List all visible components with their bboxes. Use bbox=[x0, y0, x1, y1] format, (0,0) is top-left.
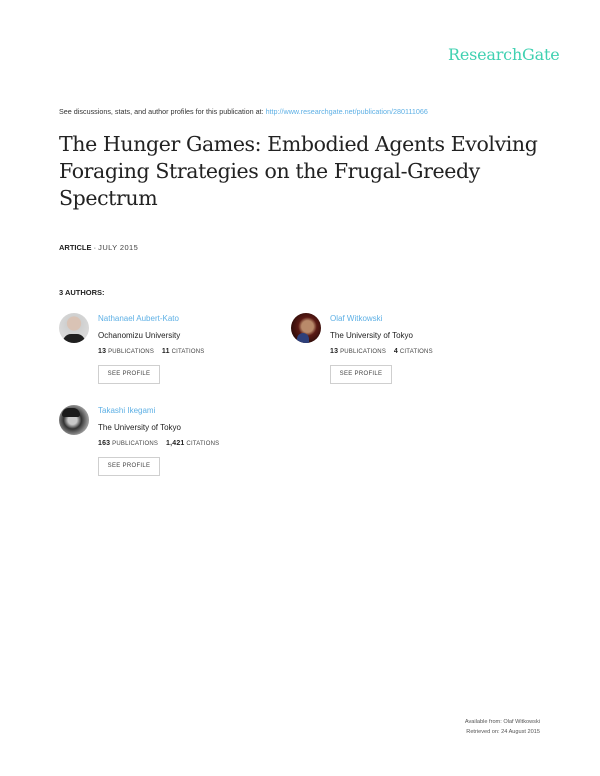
see-profile-button[interactable]: SEE PROFILE bbox=[98, 365, 160, 384]
authors-label: 3 AUTHORS: bbox=[59, 288, 105, 297]
author-institution: The University of Tokyo bbox=[330, 331, 413, 340]
publications-count: 163 bbox=[98, 440, 111, 447]
publications-label: PUBLICATIONS bbox=[340, 349, 387, 355]
publications-count: 13 bbox=[98, 348, 107, 355]
author-name-link[interactable]: Takashi Ikegami bbox=[98, 406, 156, 415]
publications-label: PUBLICATIONS bbox=[112, 441, 159, 447]
citations-label: CITATIONS bbox=[399, 349, 433, 355]
discussion-prefix: See discussions, stats, and author profi… bbox=[59, 107, 266, 116]
author-institution: Ochanomizu University bbox=[98, 331, 181, 340]
retrieved-on: Retrieved on: 24 August 2015 bbox=[466, 729, 540, 735]
author-name-link[interactable]: Nathanael Aubert-Kato bbox=[98, 314, 179, 323]
discussion-line: See discussions, stats, and author profi… bbox=[59, 107, 428, 116]
footer: Available from: Olaf Witkowski Retrieved… bbox=[465, 717, 540, 737]
available-from: Available from: Olaf Witkowski bbox=[464, 719, 540, 725]
publications-count: 13 bbox=[330, 348, 339, 355]
citations-count: 1,421 bbox=[166, 440, 185, 447]
citations-count: 4 bbox=[393, 348, 398, 355]
meta-separator: · bbox=[91, 243, 99, 252]
avatar[interactable] bbox=[291, 313, 321, 343]
publication-title: The Hunger Games: Embodied Agents Evolvi… bbox=[59, 132, 538, 210]
researchgate-logo[interactable]: ResearchGate bbox=[448, 45, 560, 64]
see-profile-button[interactable]: SEE PROFILE bbox=[98, 457, 160, 476]
author-stats: 13 PUBLICATIONS 4 CITATIONS bbox=[330, 348, 433, 355]
author-card: Nathanael Aubert-Kato Ochanomizu Univers… bbox=[59, 313, 279, 393]
author-stats: 13 PUBLICATIONS 11 CITATIONS bbox=[98, 348, 205, 355]
author-name-link[interactable]: Olaf Witkowski bbox=[330, 314, 383, 323]
citations-count: 11 bbox=[161, 348, 170, 355]
author-card: Takashi Ikegami The University of Tokyo … bbox=[59, 405, 279, 485]
see-profile-button[interactable]: SEE PROFILE bbox=[330, 365, 392, 384]
publication-type: ARTICLE bbox=[59, 243, 92, 252]
avatar[interactable] bbox=[59, 313, 89, 343]
citations-label: CITATIONS bbox=[186, 441, 220, 447]
author-institution: The University of Tokyo bbox=[98, 423, 181, 432]
author-card: Olaf Witkowski The University of Tokyo 1… bbox=[291, 313, 511, 393]
citations-label: CITATIONS bbox=[171, 349, 205, 355]
publication-link[interactable]: http://www.researchgate.net/publication/… bbox=[265, 107, 428, 116]
avatar[interactable] bbox=[59, 405, 89, 435]
publications-label: PUBLICATIONS bbox=[108, 349, 155, 355]
author-stats: 163 PUBLICATIONS 1,421 CITATIONS bbox=[98, 440, 219, 447]
publication-date: JULY 2015 bbox=[98, 243, 139, 252]
publication-meta: ARTICLE · JULY 2015 bbox=[59, 243, 138, 252]
